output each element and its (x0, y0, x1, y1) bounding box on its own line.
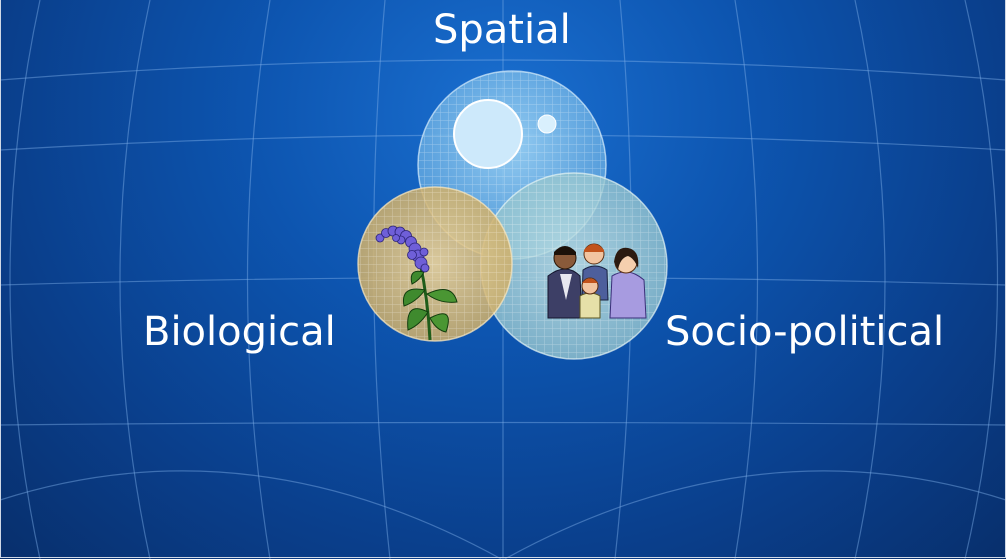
family-people-icon (547, 243, 647, 319)
planet-icon (453, 99, 557, 169)
flower-plant-icon (375, 225, 458, 341)
socio-political-label: Socio-political (665, 309, 945, 355)
biological-circle (357, 186, 513, 342)
spatial-label: Spatial (433, 7, 571, 53)
biological-label: Biological (143, 309, 336, 355)
